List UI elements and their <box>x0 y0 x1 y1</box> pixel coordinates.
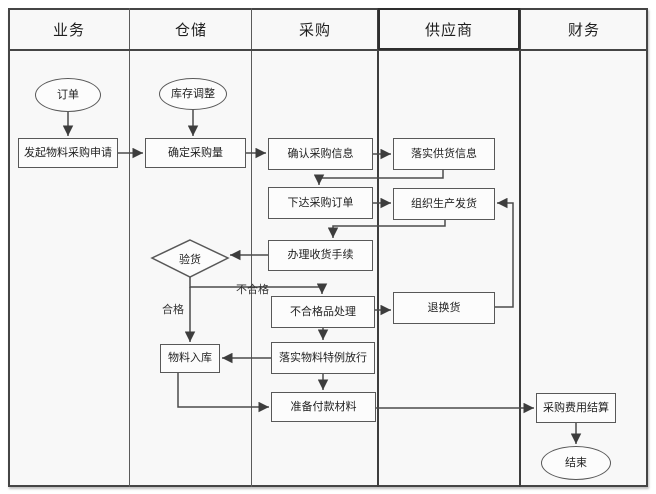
node-payment-prep: 准备付款材料 <box>271 392 376 422</box>
lane-header-business: 业务 <box>8 8 130 50</box>
node-order: 订单 <box>35 78 101 112</box>
lane-header-purchasing: 采购 <box>252 8 378 50</box>
node-inventory-adjust: 库存调整 <box>159 78 227 110</box>
lane-divider-1 <box>129 8 130 487</box>
node-end: 结束 <box>541 446 611 480</box>
lane-label: 采购 <box>298 21 331 39</box>
header-separator <box>8 49 648 51</box>
edge-label-qualified: 合格 <box>162 304 184 316</box>
node-determine-qty: 确定采购量 <box>145 138 246 168</box>
node-stock-in: 物料入库 <box>160 344 220 373</box>
lane-label: 财务 <box>567 21 600 39</box>
node-supply-info: 落实供货信息 <box>393 138 495 170</box>
node-receive-goods: 办理收货手续 <box>268 240 373 271</box>
lane-label: 供应商 <box>424 21 473 39</box>
node-confirm-info: 确认采购信息 <box>268 138 373 170</box>
lane-header-supplier: 供应商 <box>378 8 520 50</box>
lane-label: 业务 <box>52 21 85 39</box>
lane-divider-3 <box>377 8 379 487</box>
lane-label: 仓储 <box>174 21 207 39</box>
node-issue-order: 下达采购订单 <box>268 187 373 219</box>
node-organize-shipping: 组织生产发货 <box>393 188 495 220</box>
edge-label-unqualified: 不合格 <box>236 284 269 296</box>
lane-header-warehouse: 仓储 <box>130 8 252 50</box>
node-expense-settlement: 采购费用结算 <box>536 393 616 423</box>
node-initiate-request: 发起物料采购申请 <box>18 138 118 168</box>
lane-divider-4 <box>519 8 521 487</box>
node-nonconforming: 不合格品处理 <box>271 296 375 328</box>
node-inspect: 验货 <box>179 253 201 266</box>
lane-header-finance: 财务 <box>520 8 648 50</box>
lane-divider-2 <box>251 8 252 487</box>
node-special-release: 落实物料特例放行 <box>271 342 375 374</box>
node-return-exchange: 退换货 <box>393 292 495 324</box>
